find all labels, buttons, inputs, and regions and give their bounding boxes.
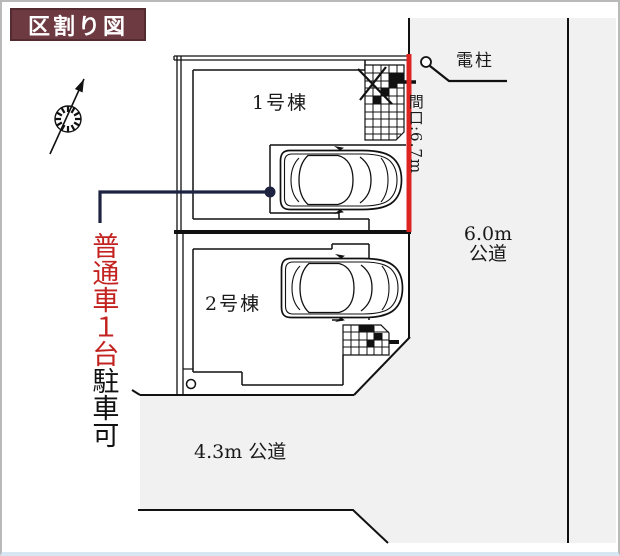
plot-2-boundary (131, 232, 411, 396)
frontage-label: 間口:6.7m (406, 94, 425, 175)
building-1-label: 1号棟 (252, 92, 309, 114)
road-surface (138, 18, 616, 544)
building-2-label: 2号棟 (205, 293, 262, 315)
compass-icon (49, 78, 85, 155)
east-road-width: 6.0m (463, 223, 513, 245)
east-road-type: 公道 (468, 242, 507, 265)
diagram-title-text: 区割り図 (27, 14, 128, 40)
parking-leader-line (98, 186, 276, 223)
utility-pole-marker (420, 56, 507, 83)
diagram-title: 区割り図 (10, 8, 146, 41)
car-top-view-1 (279, 145, 403, 215)
parking-note-black: 駐車可 (87, 367, 119, 448)
parking-note: 普通車１台駐車可 (87, 232, 119, 448)
south-road-label: 4.3m 公道 (194, 441, 287, 463)
car-top-view-2 (280, 253, 404, 323)
east-road-label: 6.0m 公道 (458, 223, 518, 265)
manhole-circle (185, 378, 197, 390)
plot-1-boundary (173, 55, 411, 234)
tiled-approach-grid-2 (342, 324, 399, 356)
parking-note-red: 普通車１台 (87, 232, 119, 367)
building-2-outline (185, 243, 370, 390)
building-1-outline (192, 60, 406, 230)
utility-pole-label: 電柱 (456, 51, 494, 71)
tiled-approach-grid-1 (357, 64, 416, 141)
